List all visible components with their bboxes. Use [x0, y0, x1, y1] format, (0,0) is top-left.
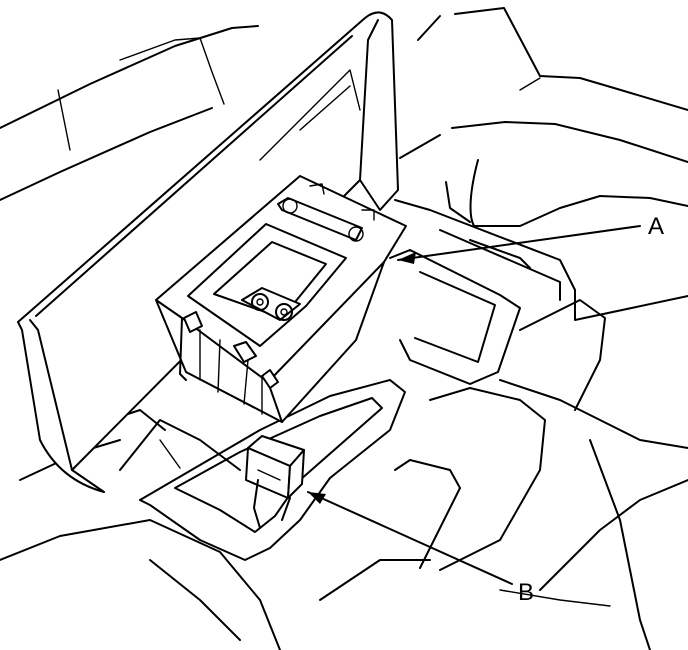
callout-label-a: A — [648, 213, 664, 240]
connector — [245, 435, 305, 529]
leader-line-a — [397, 225, 641, 264]
armrest-lid — [17, 11, 399, 493]
seat-outline-right — [399, 7, 688, 227]
callout-label-b: B — [518, 579, 534, 606]
leader-line-b — [307, 491, 513, 585]
center-console — [389, 199, 688, 650]
seat-outline-left — [0, 25, 259, 201]
socket-outlet-icon — [241, 287, 301, 321]
